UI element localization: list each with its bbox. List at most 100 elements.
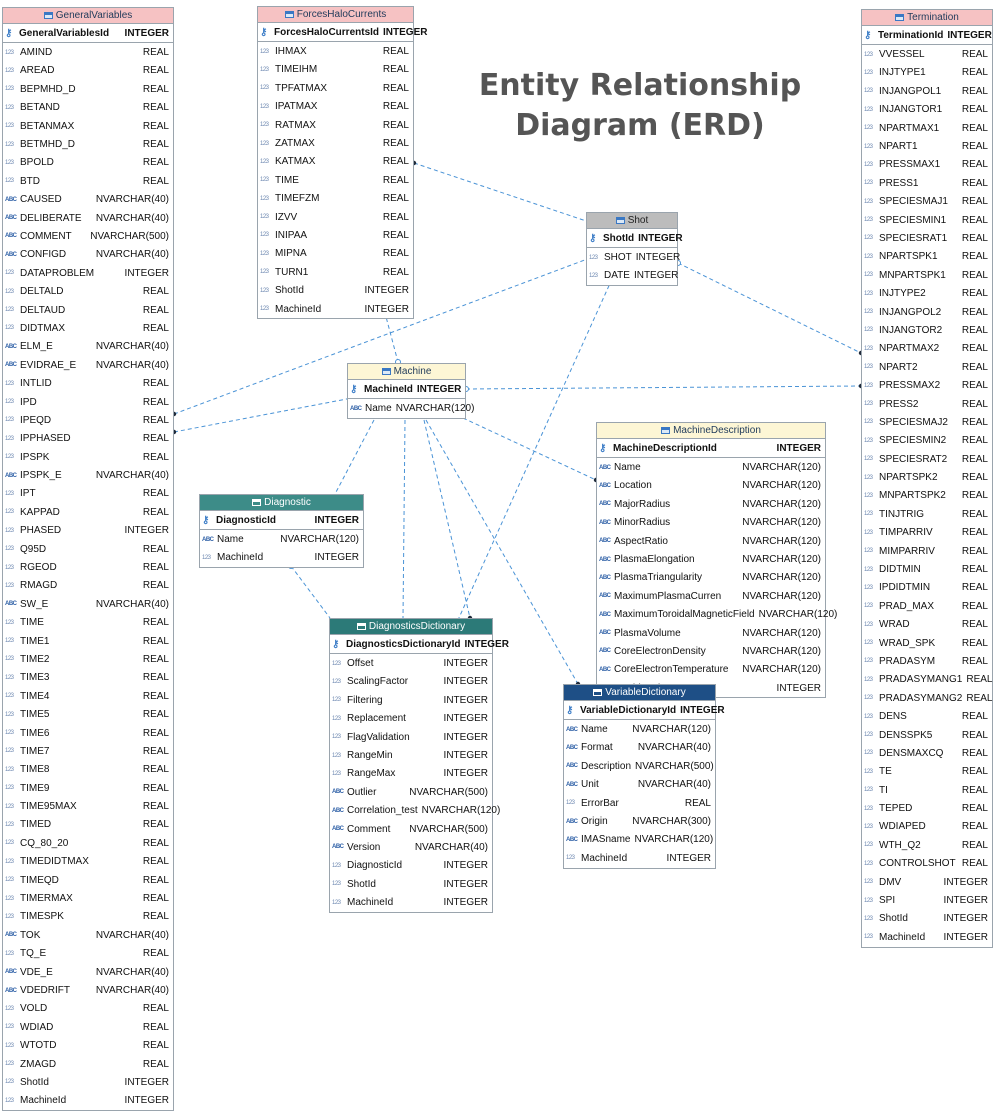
column-row-densspk5[interactable]: 123DENSSPK5REAL bbox=[862, 726, 992, 744]
column-row-ipphased[interactable]: 123IPPHASEDREAL bbox=[3, 430, 173, 448]
column-row-mnpartspk1[interactable]: 123MNPARTSPK1REAL bbox=[862, 266, 992, 284]
column-row-bpold[interactable]: 123BPOLDREAL bbox=[3, 154, 173, 172]
column-row-shotid[interactable]: 123ShotIdINTEGER bbox=[3, 1073, 173, 1091]
column-row-sw-e[interactable]: ABCSW_ENVARCHAR(40) bbox=[3, 595, 173, 613]
column-row-ti[interactable]: 123TIREAL bbox=[862, 781, 992, 799]
column-row-ipdidtmin[interactable]: 123IPDIDTMINREAL bbox=[862, 579, 992, 597]
column-row-q95d[interactable]: 123Q95DREAL bbox=[3, 540, 173, 558]
column-row-outlier[interactable]: ABCOutlierNVARCHAR(500) bbox=[330, 783, 492, 801]
column-row-vde-e[interactable]: ABCVDE_ENVARCHAR(40) bbox=[3, 963, 173, 981]
column-row-wdiaped[interactable]: 123WDIAPEDREAL bbox=[862, 818, 992, 836]
column-row-time95max[interactable]: 123TIME95MAXREAL bbox=[3, 797, 173, 815]
column-row-tq-e[interactable]: 123TQ_EREAL bbox=[3, 945, 173, 963]
column-row-timeqd[interactable]: 123TIMEQDREAL bbox=[3, 871, 173, 889]
column-row-shotid[interactable]: 123ShotIdINTEGER bbox=[330, 875, 492, 893]
column-row-wdiad[interactable]: 123WDIADREAL bbox=[3, 1018, 173, 1036]
column-row-errorbar[interactable]: 123ErrorBarREAL bbox=[564, 794, 715, 812]
column-row-speciesmaj2[interactable]: 123SPECIESMAJ2REAL bbox=[862, 413, 992, 431]
column-row-turn1[interactable]: 123TURN1REAL bbox=[258, 263, 413, 281]
column-row-time3[interactable]: 123TIME3REAL bbox=[3, 669, 173, 687]
column-row-npart2[interactable]: 123NPART2REAL bbox=[862, 358, 992, 376]
column-row-format[interactable]: ABCFormatNVARCHAR(40) bbox=[564, 739, 715, 757]
column-row-time1[interactable]: 123TIME1REAL bbox=[3, 632, 173, 650]
column-row-plasmaelongation[interactable]: ABCPlasmaElongationNVARCHAR(120) bbox=[597, 550, 825, 568]
column-row-timed[interactable]: 123TIMEDREAL bbox=[3, 816, 173, 834]
column-row-shot[interactable]: 123SHOTINTEGER bbox=[587, 248, 680, 266]
column-row-npartmax1[interactable]: 123NPARTMAX1REAL bbox=[862, 119, 992, 137]
column-row-time9[interactable]: 123TIME9REAL bbox=[3, 779, 173, 797]
column-row-machineid[interactable]: 123MachineIdINTEGER bbox=[200, 549, 363, 567]
column-row-deltaud[interactable]: 123DELTAUDREAL bbox=[3, 301, 173, 319]
column-row-injangtor1[interactable]: 123INJANGTOR1REAL bbox=[862, 101, 992, 119]
column-row-mimparriv[interactable]: 123MIMPARRIVREAL bbox=[862, 542, 992, 560]
column-row-npartspk2[interactable]: 123NPARTSPK2REAL bbox=[862, 468, 992, 486]
column-row-date[interactable]: 123DATEINTEGER bbox=[587, 267, 678, 285]
column-row-pressmax2[interactable]: 123PRESSMAX2REAL bbox=[862, 376, 992, 394]
column-row-wrad-spk[interactable]: 123WRAD_SPKREAL bbox=[862, 634, 992, 652]
column-row-vvessel[interactable]: 123VVESSELREAL bbox=[862, 45, 992, 63]
column-row-dataproblem[interactable]: 123DATAPROBLEMINTEGER bbox=[3, 264, 173, 282]
table-variabledictionary[interactable]: VariableDictionary⚷VariableDictionaryIdI… bbox=[563, 684, 725, 869]
primary-key-row[interactable]: ⚷MachineIdINTEGER bbox=[348, 380, 465, 400]
column-row-injangpol2[interactable]: 123INJANGPOL2REAL bbox=[862, 303, 992, 321]
column-row-spi[interactable]: 123SPIINTEGER bbox=[862, 891, 992, 909]
column-row-injangpol1[interactable]: 123INJANGPOL1REAL bbox=[862, 82, 992, 100]
column-row-rangemax[interactable]: 123RangeMaxINTEGER bbox=[330, 765, 492, 783]
column-row-tinjtrig[interactable]: 123TINJTRIGREAL bbox=[862, 505, 992, 523]
column-row-timedidtmax[interactable]: 123TIMEDIDTMAXREAL bbox=[3, 853, 173, 871]
column-row-phased[interactable]: 123PHASEDINTEGER bbox=[3, 522, 173, 540]
column-row-version[interactable]: ABCVersionNVARCHAR(40) bbox=[330, 838, 492, 856]
table-shot[interactable]: Shot⚷ShotIdINTEGER123SHOTINTEGER123DATEI… bbox=[586, 212, 683, 287]
column-row-zatmax[interactable]: 123ZATMAXREAL bbox=[258, 134, 413, 152]
column-row-press1[interactable]: 123PRESS1REAL bbox=[862, 174, 992, 192]
column-row-injtype2[interactable]: 123INJTYPE2REAL bbox=[862, 284, 992, 302]
column-row-mipna[interactable]: 123MIPNAREAL bbox=[258, 245, 413, 263]
column-row-name[interactable]: ABCNameNVARCHAR(120) bbox=[348, 399, 474, 417]
column-row-press2[interactable]: 123PRESS2REAL bbox=[862, 395, 992, 413]
column-row-machineid[interactable]: 123MachineIdINTEGER bbox=[3, 1092, 173, 1110]
column-row-correlation-test[interactable]: ABCCorrelation_testNVARCHAR(120) bbox=[330, 802, 500, 820]
column-row-comment[interactable]: ABCCOMMENTNVARCHAR(500) bbox=[3, 227, 173, 245]
column-row-timermax[interactable]: 123TIMERMAXREAL bbox=[3, 889, 173, 907]
column-row-unit[interactable]: ABCUnitNVARCHAR(40) bbox=[564, 776, 715, 794]
column-row-aspectratio[interactable]: ABCAspectRatioNVARCHAR(120) bbox=[597, 532, 825, 550]
table-machine[interactable]: Machine⚷MachineIdINTEGERABCNameNVARCHAR(… bbox=[347, 363, 474, 419]
column-row-origin[interactable]: ABCOriginNVARCHAR(300) bbox=[564, 812, 715, 830]
column-row-time[interactable]: 123TIMEREAL bbox=[258, 171, 413, 189]
column-row-time2[interactable]: 123TIME2REAL bbox=[3, 650, 173, 668]
column-row-densmaxcq[interactable]: 123DENSMAXCQREAL bbox=[862, 744, 992, 762]
column-row-flagvalidation[interactable]: 123FlagValidationINTEGER bbox=[330, 728, 492, 746]
column-row-izvv[interactable]: 123IZVVREAL bbox=[258, 208, 413, 226]
column-row-npart1[interactable]: 123NPART1REAL bbox=[862, 137, 992, 155]
column-row-name[interactable]: ABCNameNVARCHAR(120) bbox=[200, 530, 363, 548]
column-row-betmhd-d[interactable]: 123BETMHD_DREAL bbox=[3, 135, 173, 153]
column-row-time[interactable]: 123TIMEREAL bbox=[3, 614, 173, 632]
column-row-wtotd[interactable]: 123WTOTDREAL bbox=[3, 1036, 173, 1054]
column-row-katmax[interactable]: 123KATMAXREAL bbox=[258, 153, 413, 171]
column-row-pradasym[interactable]: 123PRADASYMREAL bbox=[862, 652, 992, 670]
column-row-dens[interactable]: 123DENSREAL bbox=[862, 707, 992, 725]
column-row-deliberate[interactable]: ABCDELIBERATENVARCHAR(40) bbox=[3, 209, 173, 227]
column-row-zmagd[interactable]: 123ZMAGDREAL bbox=[3, 1055, 173, 1073]
column-row-diagnosticid[interactable]: 123DiagnosticIdINTEGER bbox=[330, 857, 492, 875]
column-row-evidrae-e[interactable]: ABCEVIDRAE_ENVARCHAR(40) bbox=[3, 356, 173, 374]
column-row-pressmax1[interactable]: 123PRESSMAX1REAL bbox=[862, 156, 992, 174]
column-row-description[interactable]: ABCDescriptionNVARCHAR(500) bbox=[564, 757, 715, 775]
column-row-injtype1[interactable]: 123INJTYPE1REAL bbox=[862, 64, 992, 82]
column-row-npartspk1[interactable]: 123NPARTSPK1REAL bbox=[862, 248, 992, 266]
column-row-ipatmax[interactable]: 123IPATMAXREAL bbox=[258, 98, 413, 116]
column-row-caused[interactable]: ABCCAUSEDNVARCHAR(40) bbox=[3, 191, 173, 209]
column-row-majorradius[interactable]: ABCMajorRadiusNVARCHAR(120) bbox=[597, 495, 825, 513]
column-row-ihmax[interactable]: 123IHMAXREAL bbox=[258, 42, 413, 60]
column-row-time5[interactable]: 123TIME5REAL bbox=[3, 705, 173, 723]
column-row-time8[interactable]: 123TIME8REAL bbox=[3, 761, 173, 779]
primary-key-row[interactable]: ⚷GeneralVariablesIdINTEGER bbox=[3, 24, 173, 44]
column-row-wrad[interactable]: 123WRADREAL bbox=[862, 616, 992, 634]
column-row-pradasymang1[interactable]: 123PRADASYMANG1REAL bbox=[862, 671, 992, 689]
column-row-bepmhd-d[interactable]: 123BEPMHD_DREAL bbox=[3, 80, 173, 98]
column-row-wth-q2[interactable]: 123WTH_Q2REAL bbox=[862, 836, 992, 854]
column-row-kappad[interactable]: 123KAPPADREAL bbox=[3, 503, 173, 521]
column-row-intlid[interactable]: 123INTLIDREAL bbox=[3, 374, 173, 392]
column-row-betanmax[interactable]: 123BETANMAXREAL bbox=[3, 117, 173, 135]
column-row-ipspk-e[interactable]: ABCIPSPK_ENVARCHAR(40) bbox=[3, 466, 173, 484]
